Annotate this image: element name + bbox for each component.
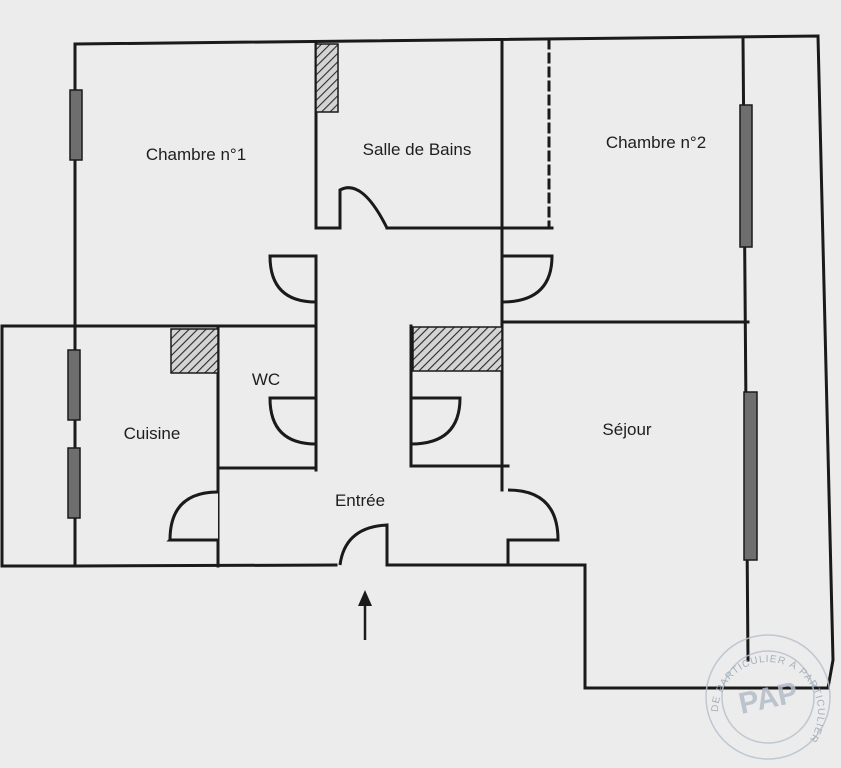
room-label-cuisine: Cuisine xyxy=(123,424,181,443)
room-label-sejour: Séjour xyxy=(602,420,652,439)
windows xyxy=(67,89,758,561)
door-chambre2 xyxy=(500,254,554,304)
pap-stamp: DE PARTICULIER À PARTICULIER PAP xyxy=(705,634,831,760)
room-label-entree: Entrée xyxy=(334,491,386,510)
outer-walls xyxy=(0,34,835,690)
window-chambre2 xyxy=(739,104,753,248)
door-entree xyxy=(338,523,389,566)
door-cuisine xyxy=(168,490,219,542)
door-wc xyxy=(268,396,318,446)
room-label-salle-de-bains: Salle de Bains xyxy=(362,140,472,159)
stamp-logo: PAP xyxy=(736,676,801,721)
door-closet xyxy=(409,396,462,446)
window-cuisine-bottom xyxy=(67,447,81,519)
door-chambre1 xyxy=(268,254,318,304)
doors xyxy=(166,186,560,566)
window-chambre1 xyxy=(69,89,83,161)
door-salle-de-bains xyxy=(338,186,389,229)
room-label-chambre1: Chambre n°1 xyxy=(145,145,247,164)
room-label-chambre2: Chambre n°2 xyxy=(605,133,707,152)
room-label-wc: WC xyxy=(251,370,281,389)
door-sejour xyxy=(507,488,560,542)
window-cuisine-top xyxy=(67,349,81,421)
entrance-arrow-icon xyxy=(358,590,372,640)
window-sejour xyxy=(743,391,758,561)
hatched-shafts xyxy=(170,43,503,374)
